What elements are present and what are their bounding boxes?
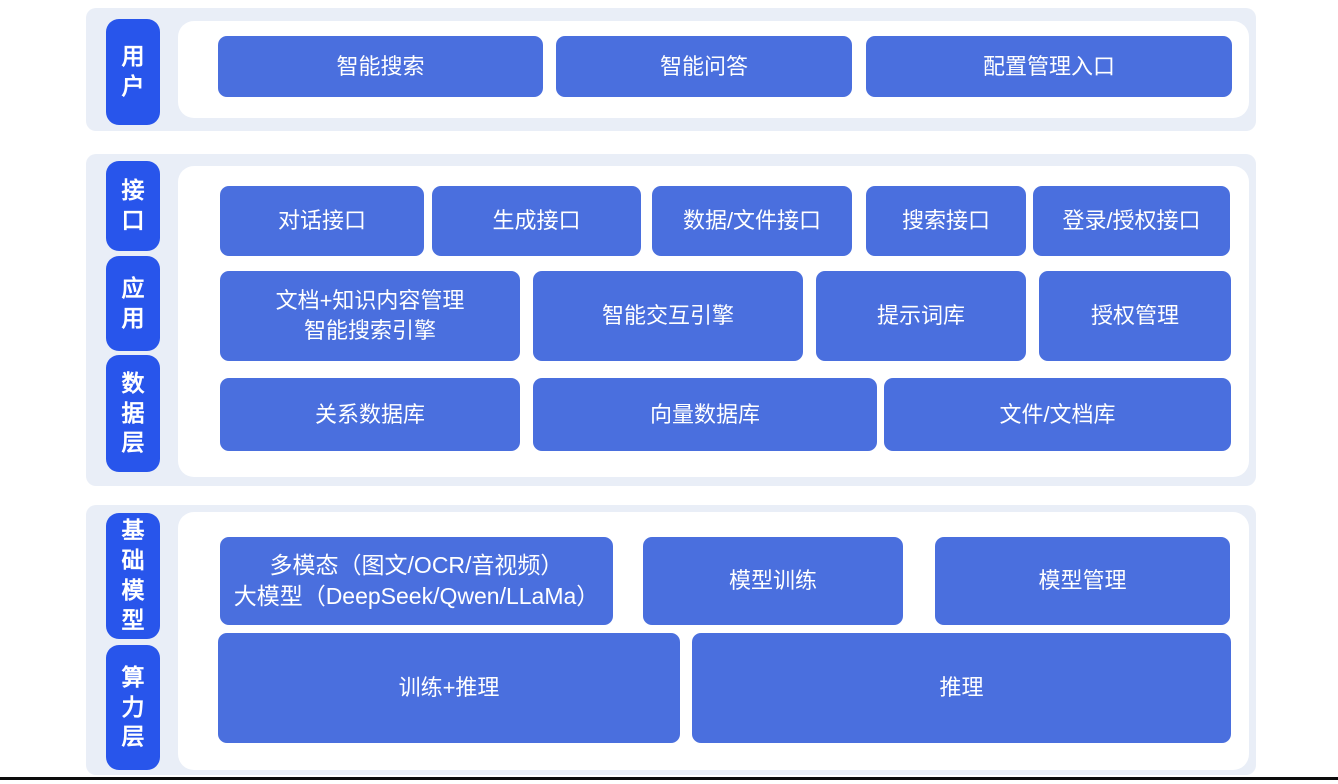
node-prompt-library: 提示词库 <box>816 271 1026 361</box>
bottom-border-line <box>0 777 1338 780</box>
layer-label-interface-text: 接口 <box>121 177 145 233</box>
node-relational-db: 关系数据库 <box>220 378 520 451</box>
user-layer-panel: 智能搜索 智能问答 配置管理入口 <box>178 21 1249 118</box>
node-config-management-entry: 配置管理入口 <box>866 36 1232 97</box>
node-vector-db: 向量数据库 <box>533 378 877 451</box>
node-inference: 推理 <box>692 633 1231 743</box>
layer-label-base-model: 基础模型 <box>106 513 160 639</box>
node-login-auth-api: 登录/授权接口 <box>1033 186 1230 256</box>
layer-label-base-model-text: 基础模型 <box>121 517 145 633</box>
node-data-file-api: 数据/文件接口 <box>652 186 852 256</box>
node-smart-search: 智能搜索 <box>218 36 543 97</box>
layer-label-application: 应用 <box>106 256 160 351</box>
node-smart-interaction-engine: 智能交互引擎 <box>533 271 803 361</box>
node-multimodal-llm: 多模态（图文/OCR/音视频） 大模型（DeepSeek/Qwen/LLaMa） <box>220 537 613 625</box>
node-dialog-api: 对话接口 <box>220 186 424 256</box>
layer-label-user-text: 用户 <box>121 43 145 99</box>
section-middle-layers: 接口 应用 数据层 对话接口 生成接口 数据/文件接口 搜索接口 登录/授权接口… <box>86 154 1256 486</box>
node-model-management: 模型管理 <box>935 537 1230 625</box>
node-search-api: 搜索接口 <box>866 186 1026 256</box>
node-training-plus-inference: 训练+推理 <box>218 633 680 743</box>
node-smart-qa: 智能问答 <box>556 36 852 97</box>
layer-label-interface: 接口 <box>106 161 160 251</box>
layer-label-application-text: 应用 <box>121 274 145 331</box>
node-doc-knowledge-search-engine: 文档+知识内容管理 智能搜索引擎 <box>220 271 520 361</box>
node-auth-management: 授权管理 <box>1039 271 1231 361</box>
node-generation-api: 生成接口 <box>432 186 641 256</box>
layer-label-user: 用户 <box>106 19 160 125</box>
node-file-doc-library: 文件/文档库 <box>884 378 1231 451</box>
node-model-training: 模型训练 <box>643 537 903 625</box>
middle-layers-panel: 对话接口 生成接口 数据/文件接口 搜索接口 登录/授权接口 文档+知识内容管理… <box>178 166 1249 477</box>
section-user-layer: 用户 智能搜索 智能问答 配置管理入口 <box>86 8 1256 131</box>
layer-label-compute: 算力层 <box>106 645 160 770</box>
section-bottom-layers: 基础模型 算力层 多模态（图文/OCR/音视频） 大模型（DeepSeek/Qw… <box>86 505 1256 775</box>
layer-label-compute-text: 算力层 <box>121 663 145 750</box>
layer-label-data-text: 数据层 <box>121 369 145 456</box>
layer-label-data: 数据层 <box>106 355 160 472</box>
bottom-layers-panel: 多模态（图文/OCR/音视频） 大模型（DeepSeek/Qwen/LLaMa）… <box>178 512 1249 770</box>
